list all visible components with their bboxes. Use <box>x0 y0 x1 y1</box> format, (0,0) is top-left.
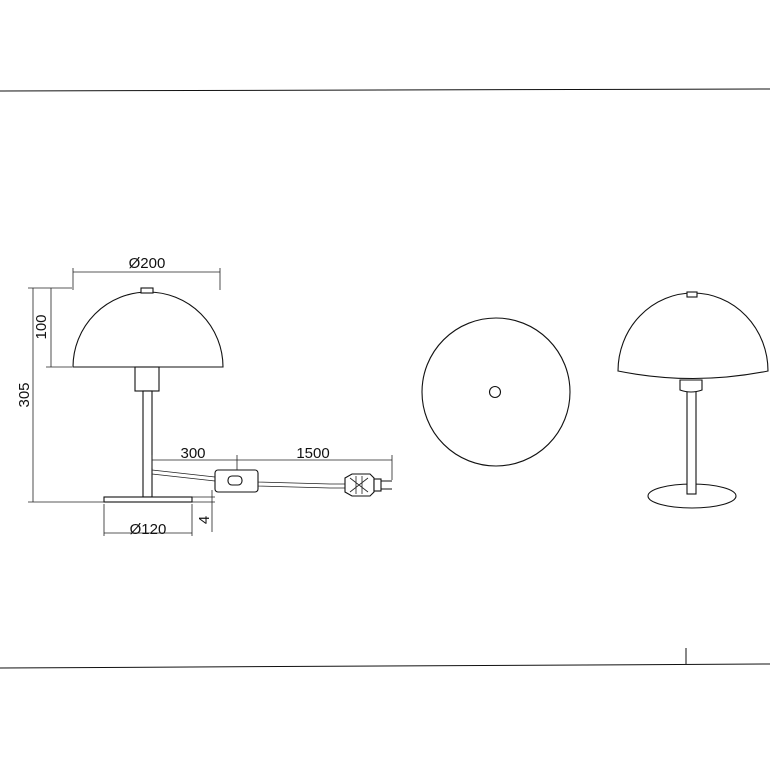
top-view <box>421 317 571 467</box>
lamp-shade <box>72 291 224 368</box>
frame-top-line <box>0 88 770 92</box>
dimensions: Ø200 100 305 Ø120 4 300 1500 <box>16 255 393 538</box>
dim-shade-diameter: Ø200 <box>129 255 166 272</box>
perspective-view <box>617 291 769 509</box>
frame-bottom-line <box>0 663 770 669</box>
dim-base-thickness: 4 <box>196 516 213 524</box>
plug-grip-ridges <box>349 476 369 494</box>
side-view <box>72 287 392 503</box>
lamp-stem <box>142 390 153 498</box>
dim-base-diameter: Ø120 <box>130 521 167 538</box>
inline-switch-rocker <box>227 475 243 486</box>
dim-shade-height: 100 <box>33 314 50 339</box>
perspective-shade <box>617 292 769 380</box>
dim-total-height: 305 <box>16 382 33 407</box>
frame <box>0 88 770 669</box>
perspective-shade-knob <box>686 291 698 298</box>
plug-head <box>373 478 382 492</box>
perspective-socket <box>679 379 703 393</box>
lamp-base <box>103 496 193 503</box>
perspective-stem <box>686 387 697 495</box>
dim-cable-to-switch: 300 <box>180 445 205 462</box>
dim-cable-total: 1500 <box>296 445 329 462</box>
lamp-socket <box>134 366 160 392</box>
top-view-center-hole <box>488 385 502 399</box>
shade-top-knob <box>140 287 154 294</box>
